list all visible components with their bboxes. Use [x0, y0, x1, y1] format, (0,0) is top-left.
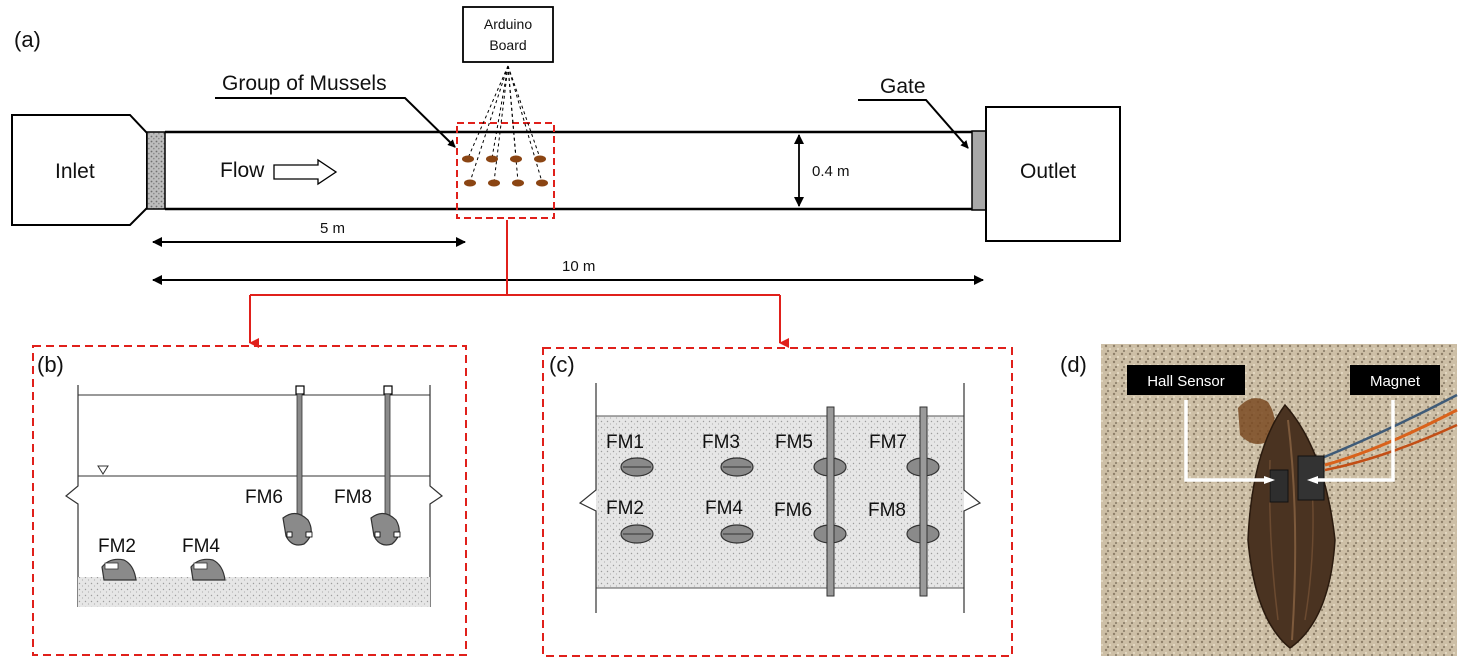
sensor-icon: [305, 531, 313, 538]
arduino-line2: Board: [489, 37, 526, 53]
mussel-fm6-side: [282, 512, 312, 546]
panel-a: (a) Inlet Flow Gate Outlet 0.4 m Group o…: [11, 6, 1121, 348]
hall-sensor-arrow: [1184, 400, 1275, 484]
arduino-board: [462, 6, 554, 63]
wire-orange: [1324, 408, 1458, 467]
side-wall-right-c: [963, 383, 982, 613]
label-fm8-c: FM8: [868, 500, 906, 521]
label-fm2-c: FM2: [606, 498, 644, 519]
label-fm1-c: FM1: [606, 432, 644, 453]
mussel-fm4-side: [190, 558, 226, 581]
panel-d-letter: (d): [1060, 352, 1087, 377]
sensor-icon: [286, 531, 293, 538]
inlet-screen: [146, 131, 166, 210]
panel-b-frame: [32, 345, 467, 656]
outlet-label: Outlet: [1020, 160, 1076, 183]
rod-fm8: [384, 393, 391, 518]
sensor-icon: [393, 531, 401, 538]
side-wall-left-c: [578, 383, 597, 613]
panel-c-frame: [542, 347, 1013, 657]
panel-b: (b) FM2 FM4 FM6 FM8: [32, 345, 467, 656]
label-fm4-c: FM4: [705, 498, 743, 519]
rod-fm6: [296, 393, 303, 518]
magnet-block: [1297, 455, 1325, 501]
hall-sensor-tag: [1127, 365, 1245, 395]
label-fm8-b: FM8: [334, 487, 372, 508]
magnet-arrow: [1307, 400, 1395, 484]
sensor-icon: [104, 562, 119, 570]
dim-10m-label: 10 m: [562, 258, 595, 275]
magnet-tag: [1350, 365, 1440, 395]
label-fm4-b: FM4: [182, 536, 220, 557]
wire-orange-2: [1324, 423, 1458, 472]
arduino-line1: Arduino: [484, 16, 532, 32]
label-fm6-b: FM6: [245, 487, 283, 508]
algae-tuft: [1238, 398, 1275, 444]
bed-plan-view: [596, 416, 964, 588]
label-fm6-c: FM6: [774, 500, 812, 521]
detail-connector: [249, 220, 789, 348]
sensor-icon: [374, 531, 381, 538]
group-label: Group of Mussels: [222, 72, 387, 95]
panel-b-letter: (b): [37, 352, 64, 377]
water-level-icon: [97, 465, 109, 475]
panel-c: (c) FM1 FM3 FM5 FM7 FM2: [542, 347, 1013, 657]
rod-c-1: [826, 406, 835, 597]
magnet-label: Magnet: [1370, 373, 1421, 390]
bed-gravel: [78, 577, 430, 607]
sensor-icon: [193, 562, 208, 570]
outlet-tank: [985, 106, 1121, 242]
mussel-hinge-lines: [623, 466, 751, 535]
label-fm3-c: FM3: [702, 432, 740, 453]
mussel-dots: [462, 155, 548, 187]
inlet-label: Inlet: [55, 160, 95, 183]
panel-c-letter: (c): [549, 352, 575, 377]
flow-arrow-icon: [273, 158, 338, 186]
mount-fm8: [383, 385, 393, 395]
mussel-fm2-side: [101, 558, 137, 581]
side-wall-left: [64, 385, 79, 607]
panel-a-letter: (a): [14, 27, 41, 52]
group-leader: [215, 97, 456, 148]
flow-label: Flow: [220, 159, 265, 182]
hall-sensor-block: [1269, 469, 1289, 503]
label-fm2-b: FM2: [98, 536, 136, 557]
hall-sensor-label: Hall Sensor: [1147, 373, 1225, 390]
mussel-ridge: [1287, 419, 1297, 641]
gate-leader: [858, 99, 969, 149]
gate-label: Gate: [880, 75, 926, 98]
panel-d: (d) Hall Sensor Magnet: [1060, 344, 1458, 656]
mussel-group-box: [456, 122, 555, 219]
gate: [971, 130, 987, 211]
wire-blue: [1321, 393, 1458, 460]
label-fm7-c: FM7: [869, 432, 907, 453]
sensor-wires: [467, 65, 543, 183]
dim-5m-label: 5 m: [320, 220, 345, 237]
mount-fm6: [295, 385, 305, 395]
mussel-fm8-side: [370, 512, 400, 546]
label-fm5-c: FM5: [775, 432, 813, 453]
rod-c-2: [919, 406, 928, 597]
side-wall-right: [429, 385, 444, 607]
depth-label: 0.4 m: [812, 163, 850, 180]
